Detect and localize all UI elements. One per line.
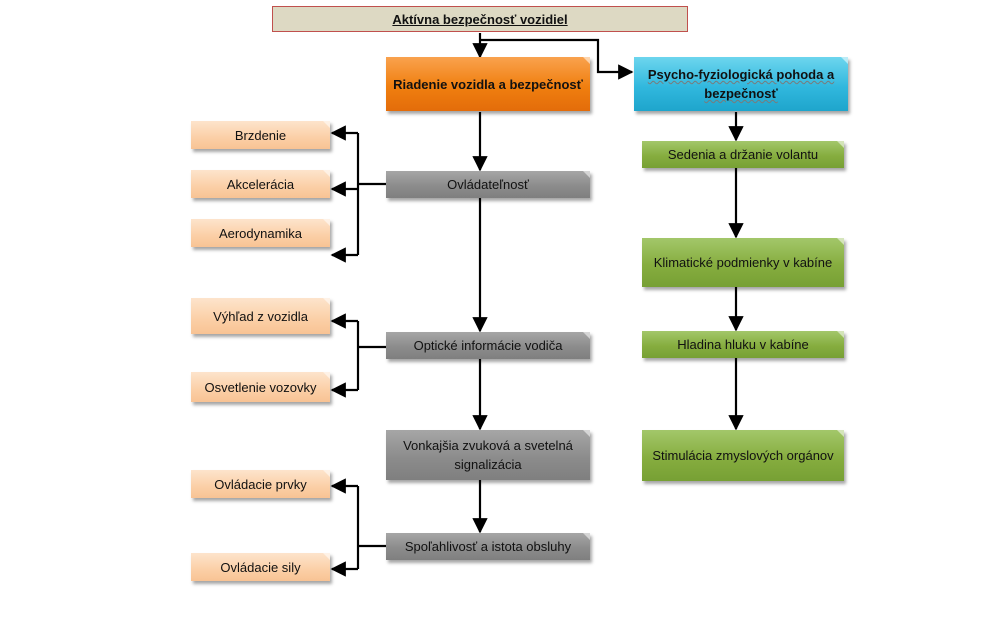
node-osvetlenie-vozovky-label: Osvetlenie vozovky: [204, 379, 317, 395]
node-opticke-informacie: Optické informácie vodiča: [386, 332, 590, 359]
node-riadenie-vozidla: Riadenie vozidla a bezpečnosť: [386, 57, 590, 111]
node-aerodynamika: Aerodynamika: [191, 219, 330, 247]
node-hladina-hluku-label: Hladina hluku v kabíne: [677, 337, 809, 352]
diagram-title-text: Aktívna bezpečnosť vozidiel: [392, 11, 568, 27]
node-aerodynamika-label: Aerodynamika: [218, 225, 303, 241]
node-opticke-informacie-label: Optické informácie vodiča: [413, 338, 563, 353]
node-vonkajsia-signalizacia-label: Vonkajšia zvuková a svetelná signalizáci…: [403, 438, 573, 472]
node-akceleracia-label: Akcelerácia: [226, 176, 295, 192]
diagram-title: Aktívna bezpečnosť vozidiel: [272, 6, 688, 32]
node-klimaticke-podmienky: Klimatické podmienky v kabíne: [642, 238, 844, 287]
bracket-opticke: [356, 321, 386, 390]
node-hladina-hluku: Hladina hluku v kabíne: [642, 331, 844, 358]
node-spolahlivost: Spoľahlivosť a istota obsluhy: [386, 533, 590, 560]
node-vyhlad-z-vozidla: Výhľad z vozidla: [191, 298, 330, 334]
node-ovladatelnost: Ovládateľnosť: [386, 171, 590, 198]
node-stimulacia-label: Stimulácia zmyslových orgánov: [652, 448, 834, 463]
node-ovladacie-sily-label: Ovládacie sily: [220, 559, 301, 575]
node-ovladatelnost-label: Ovládateľnosť: [447, 177, 529, 192]
node-psycho-fyziologicka: Psycho-fyziologická pohoda a bezpečnosť: [634, 57, 848, 111]
node-riadenie-vozidla-label: Riadenie vozidla a bezpečnosť: [393, 76, 583, 92]
node-psycho-fyziologicka-label: Psycho-fyziologická pohoda a bezpečnosť: [647, 67, 835, 101]
bracket-ovladatelnost: [356, 133, 386, 255]
node-klimaticke-podmienky-label: Klimatické podmienky v kabíne: [653, 255, 833, 270]
node-sedenia-volant: Sedenia a držanie volantu: [642, 141, 844, 168]
node-ovladacie-sily: Ovládacie sily: [191, 553, 330, 581]
node-brzdenie: Brzdenie: [191, 121, 330, 149]
node-osvetlenie-vozovky: Osvetlenie vozovky: [191, 372, 330, 402]
node-akceleracia: Akcelerácia: [191, 170, 330, 198]
node-stimulacia: Stimulácia zmyslových orgánov: [642, 430, 844, 481]
node-brzdenie-label: Brzdenie: [234, 127, 287, 143]
node-spolahlivost-label: Spoľahlivosť a istota obsluhy: [404, 539, 572, 554]
bracket-spolahlivost: [356, 486, 386, 569]
node-sedenia-volant-label: Sedenia a držanie volantu: [667, 147, 819, 162]
node-ovladacie-prvky: Ovládacie prvky: [191, 470, 330, 498]
node-vonkajsia-signalizacia: Vonkajšia zvuková a svetelná signalizáci…: [386, 430, 590, 480]
node-vyhlad-z-vozidla-label: Výhľad z vozidla: [213, 308, 308, 324]
node-ovladacie-prvky-label: Ovládacie prvky: [214, 476, 307, 492]
